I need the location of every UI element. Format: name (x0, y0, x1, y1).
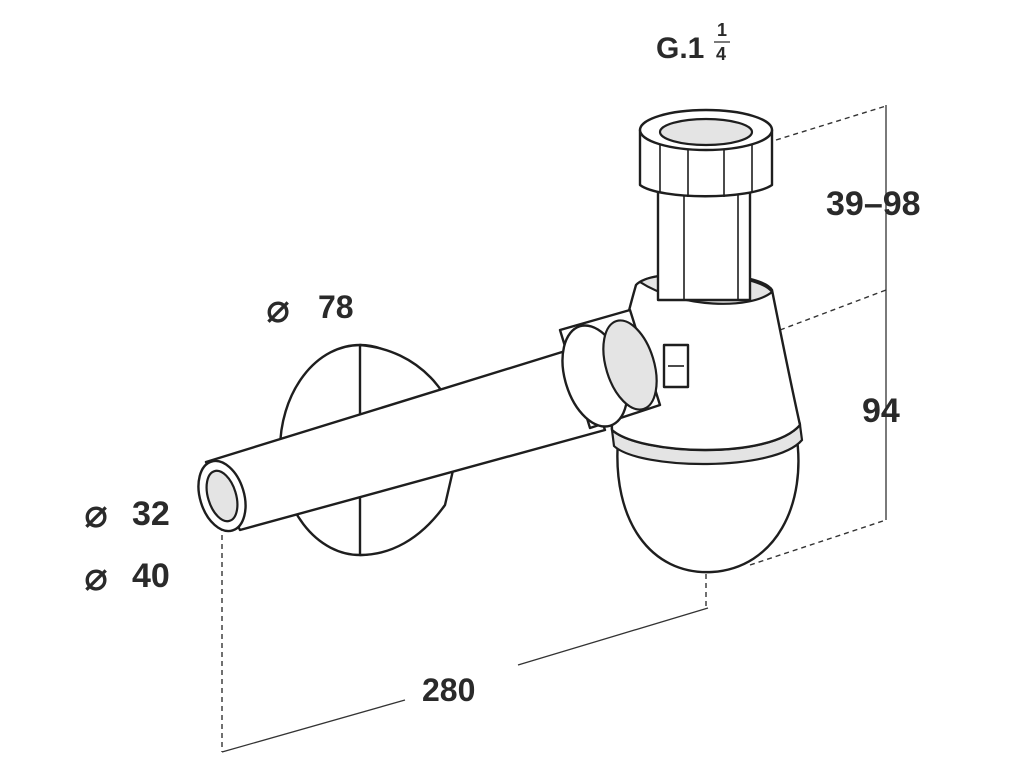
pipe-diameter-symbol-2: ⌀ (84, 555, 108, 599)
bottle-body (610, 272, 804, 574)
top-extension-line (775, 105, 887, 141)
labels: G.1 1 4 39–98 94 ⌀ 78 ⌀ 32 ⌀ 40 280 (84, 20, 921, 708)
thread-denominator-label: 4 (716, 44, 726, 64)
pipe-diameter-label-1: 32 (132, 495, 170, 533)
height-range-label: 39–98 (826, 185, 921, 223)
trap-height-label: 94 (862, 392, 900, 430)
inlet-pipe (656, 188, 752, 302)
length-label: 280 (422, 672, 475, 708)
length-dimension-line-left (221, 699, 406, 753)
middle-extension-line (779, 289, 887, 331)
inlet-opening-inner (658, 117, 754, 147)
outlet-nut-ring (602, 319, 658, 411)
trap-bowl (616, 430, 800, 574)
rosette-diameter-label: 78 (318, 289, 354, 325)
thread-numerator-label: 1 (717, 20, 727, 40)
pipe-diameter-symbol-1: ⌀ (84, 492, 108, 536)
thread-prefix-label: G.1 (656, 32, 704, 65)
pipe-diameter-label-2: 40 (132, 557, 170, 595)
rosette-diameter-symbol: ⌀ (266, 287, 290, 331)
outlet-assembly (197, 308, 690, 557)
length-dimension-line-right (517, 607, 709, 666)
inlet-tube (638, 108, 774, 302)
pipe-end-inner (205, 469, 239, 523)
bottom-extension-line (749, 519, 887, 566)
